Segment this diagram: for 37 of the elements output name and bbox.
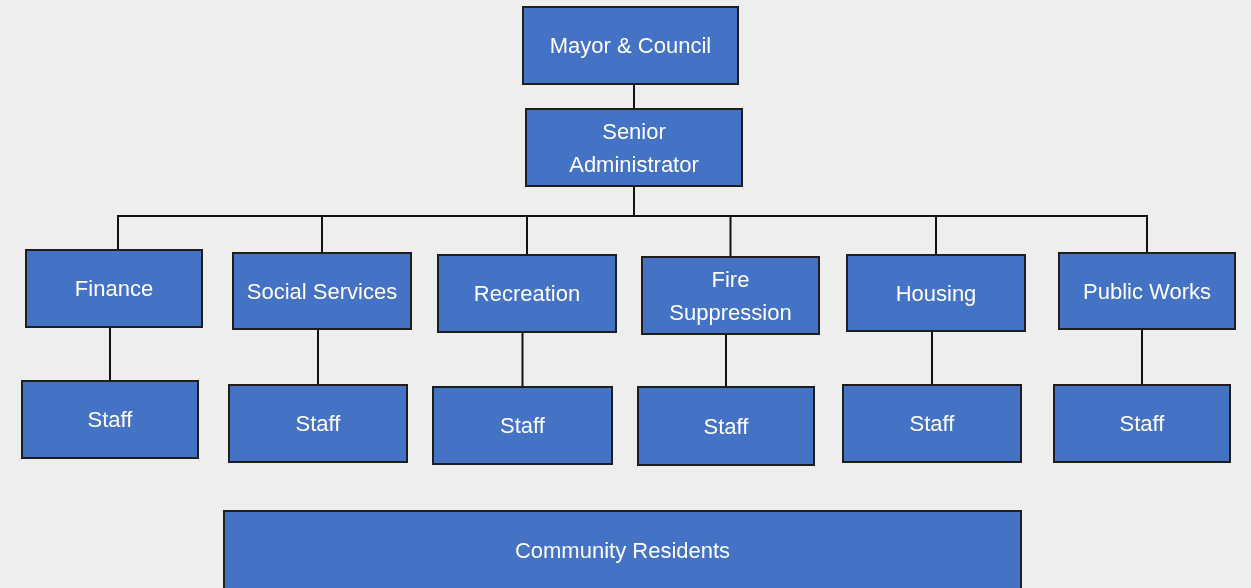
box-label: Fire Suppression xyxy=(668,265,793,327)
org-box xyxy=(641,256,820,335)
box-label: Finance xyxy=(74,275,154,303)
org-box xyxy=(525,108,743,187)
box-label: Social Services xyxy=(246,277,398,306)
box-label: Staff xyxy=(87,406,133,434)
box-label: Recreation xyxy=(473,280,581,308)
connector-line xyxy=(521,332,524,387)
org-box xyxy=(432,386,613,465)
box-label: Staff xyxy=(1119,410,1165,438)
org-box xyxy=(223,510,1022,588)
box-label: Housing xyxy=(895,279,977,308)
org-box xyxy=(437,254,617,333)
connector-line xyxy=(725,334,727,387)
box-label: Senior Administrator xyxy=(568,117,700,179)
org-box xyxy=(846,254,1026,332)
connector-line xyxy=(931,331,933,385)
connector-line xyxy=(317,329,319,385)
org-box xyxy=(25,249,203,328)
box-label: Staff xyxy=(295,410,341,438)
box-label: Staff xyxy=(500,412,545,440)
org-box xyxy=(232,252,412,330)
box-label: Staff xyxy=(703,412,749,441)
box-label: Staff xyxy=(909,410,955,438)
connector-line xyxy=(109,327,111,381)
connector-line xyxy=(633,84,635,109)
org-box xyxy=(522,6,739,85)
box-label: Mayor & Council xyxy=(549,32,712,60)
org-box xyxy=(21,380,199,459)
box-label: Community Residents xyxy=(514,536,731,565)
org-box xyxy=(1053,384,1231,463)
org-box xyxy=(637,386,815,466)
org-box xyxy=(842,384,1022,463)
box-label: Public Works xyxy=(1083,277,1211,306)
org-box xyxy=(228,384,408,463)
org-box xyxy=(1058,252,1236,330)
connector-line xyxy=(1141,329,1143,385)
